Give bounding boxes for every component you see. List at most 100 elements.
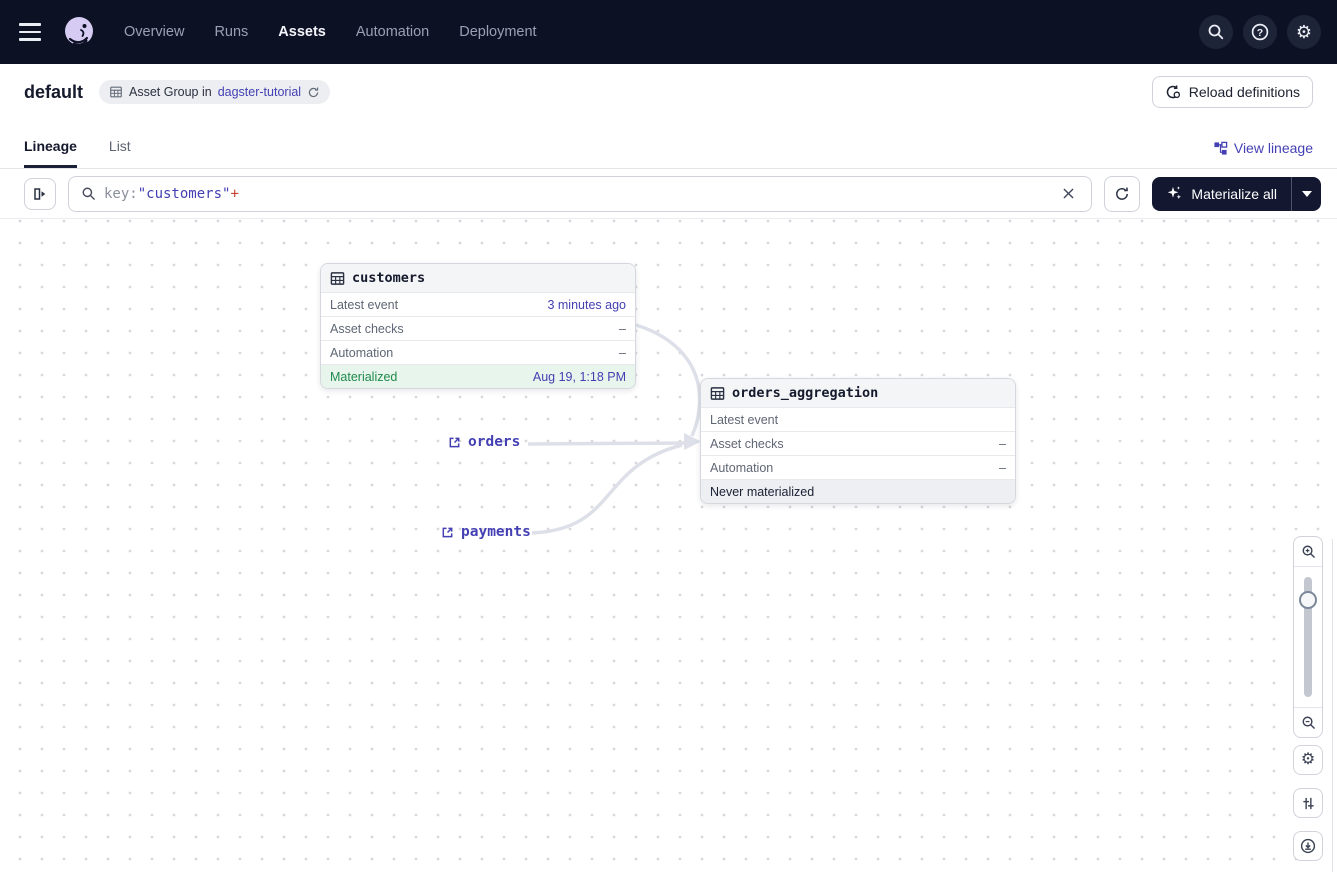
materialize-dropdown-button[interactable]	[1291, 176, 1321, 211]
row-label: Automation	[330, 345, 394, 360]
settings-button[interactable]: ⚙	[1287, 15, 1321, 49]
row-label: Latest event	[710, 412, 779, 427]
upstream-asset-payments[interactable]: payments	[441, 524, 531, 540]
asset-group-badge: Asset Group in dagster-tutorial	[99, 80, 331, 104]
chevron-down-icon	[1301, 190, 1312, 197]
materialize-all-button[interactable]: Materialize all	[1152, 177, 1291, 211]
materialization-link[interactable]: Aug 19, 1:18 PM	[532, 369, 626, 384]
lineage-edges	[527, 323, 702, 535]
table-icon	[330, 271, 345, 286]
zoom-slider[interactable]	[1294, 567, 1322, 707]
close-icon	[1062, 187, 1075, 200]
dagster-logo[interactable]	[60, 13, 98, 51]
graph-settings-button[interactable]: ⚙	[1293, 745, 1323, 775]
page-title: default	[24, 81, 84, 102]
search-icon	[1207, 23, 1225, 41]
node-row-automation: Automation –	[321, 340, 635, 364]
row-label: Asset checks	[710, 436, 784, 451]
graph-filters-button[interactable]	[1293, 788, 1323, 818]
help-button[interactable]: ?	[1243, 15, 1277, 49]
nav-item-runs[interactable]: Runs	[214, 24, 249, 40]
zoom-slider-track[interactable]	[1304, 577, 1312, 697]
nav-item-deployment[interactable]: Deployment	[459, 24, 537, 40]
asset-name: orders_aggregation	[732, 385, 879, 401]
row-value: –	[999, 460, 1006, 475]
top-nav: Overview Runs Assets Automation Deployme…	[0, 0, 1337, 64]
tabs-row: Lineage List View lineage	[0, 120, 1337, 169]
node-row-asset-checks: Asset checks –	[321, 316, 635, 340]
query-operator: +	[230, 185, 239, 202]
asset-node-orders-aggregation[interactable]: orders_aggregation Latest event Asset ch…	[700, 378, 1016, 504]
nav-item-assets[interactable]: Assets	[278, 24, 326, 40]
status-label: Never materialized	[710, 484, 815, 499]
table-icon	[109, 85, 123, 99]
nav-item-overview[interactable]: Overview	[124, 24, 185, 40]
zoom-in-button[interactable]	[1294, 537, 1322, 567]
materialization-status: Materialized Aug 19, 1:18 PM	[321, 364, 635, 388]
upstream-asset-label: payments	[461, 524, 531, 540]
status-label: Materialized	[330, 369, 398, 384]
reload-definitions-button[interactable]: Reload definitions	[1151, 76, 1313, 108]
search-icon	[81, 186, 96, 201]
zoom-slider-handle[interactable]	[1299, 591, 1317, 609]
filter-query: key:"customers"+	[104, 186, 239, 202]
view-lineage-link[interactable]: View lineage	[1213, 140, 1313, 168]
zoom-in-icon	[1301, 544, 1316, 559]
latest-event-link[interactable]: 3 minutes ago	[547, 297, 626, 312]
asset-node-header[interactable]: orders_aggregation	[701, 379, 1015, 407]
row-value: –	[619, 321, 626, 336]
external-link-icon	[448, 436, 461, 449]
zoom-out-button[interactable]	[1294, 707, 1322, 737]
lineage-icon	[1213, 141, 1228, 156]
tab-lineage[interactable]: Lineage	[24, 138, 77, 168]
recenter-download-button[interactable]	[1293, 831, 1323, 861]
refresh-icon	[1114, 186, 1130, 202]
refresh-graph-button[interactable]	[1104, 175, 1141, 212]
row-value: –	[999, 436, 1006, 451]
primary-nav: Overview Runs Assets Automation Deployme…	[124, 24, 537, 40]
hamburger-menu-icon[interactable]	[16, 16, 48, 48]
download-circle-icon	[1300, 838, 1316, 854]
zoom-out-icon	[1301, 715, 1316, 730]
node-row-automation: Automation –	[701, 455, 1015, 479]
materialize-all-label: Materialize all	[1191, 185, 1277, 202]
row-label: Automation	[710, 460, 774, 475]
asset-node-header[interactable]: customers	[321, 264, 635, 292]
code-location-link[interactable]: dagster-tutorial	[217, 85, 302, 99]
node-row-latest-event: Latest event	[701, 407, 1015, 431]
row-label: Asset checks	[330, 321, 404, 336]
materialize-split-button: Materialize all	[1152, 176, 1321, 211]
tab-list[interactable]: List	[108, 138, 131, 154]
lineage-toolbar: key:"customers"+ Materialize all	[0, 169, 1337, 219]
search-button[interactable]	[1199, 15, 1233, 49]
nav-item-automation[interactable]: Automation	[355, 24, 430, 40]
materialization-status: Never materialized	[701, 479, 1015, 503]
zoom-widget	[1293, 536, 1323, 738]
asset-node-customers[interactable]: customers Latest event 3 minutes ago Ass…	[320, 263, 636, 389]
lineage-graph-canvas[interactable]: customers Latest event 3 minutes ago Ass…	[0, 219, 1337, 872]
table-icon	[710, 386, 725, 401]
upstream-asset-label: orders	[468, 434, 521, 450]
asset-group-label: Asset Group in	[129, 85, 212, 99]
row-value: –	[619, 345, 626, 360]
gear-icon: ⚙	[1295, 22, 1313, 42]
asset-filter-input[interactable]: key:"customers"+	[68, 175, 1093, 212]
asset-name: customers	[352, 270, 426, 286]
row-label: Latest event	[330, 297, 399, 312]
panel-divider	[1332, 539, 1333, 872]
svg-text:?: ?	[1257, 27, 1263, 39]
sync-icon[interactable]	[307, 86, 320, 99]
page-header: default Asset Group in dagster-tutorial …	[0, 64, 1337, 120]
node-row-latest-event: Latest event 3 minutes ago	[321, 292, 635, 316]
clear-filter-button[interactable]	[1058, 183, 1079, 204]
expand-panel-button[interactable]	[24, 177, 56, 210]
sliders-icon	[1301, 796, 1316, 811]
help-icon: ?	[1250, 22, 1270, 42]
external-link-icon	[441, 526, 454, 539]
reload-definitions-label: Reload definitions	[1188, 84, 1300, 100]
upstream-asset-orders[interactable]: orders	[448, 434, 520, 450]
sparkle-icon	[1166, 185, 1183, 202]
node-row-asset-checks: Asset checks –	[701, 431, 1015, 455]
reload-icon	[1165, 84, 1181, 100]
panel-expand-icon	[32, 186, 48, 202]
